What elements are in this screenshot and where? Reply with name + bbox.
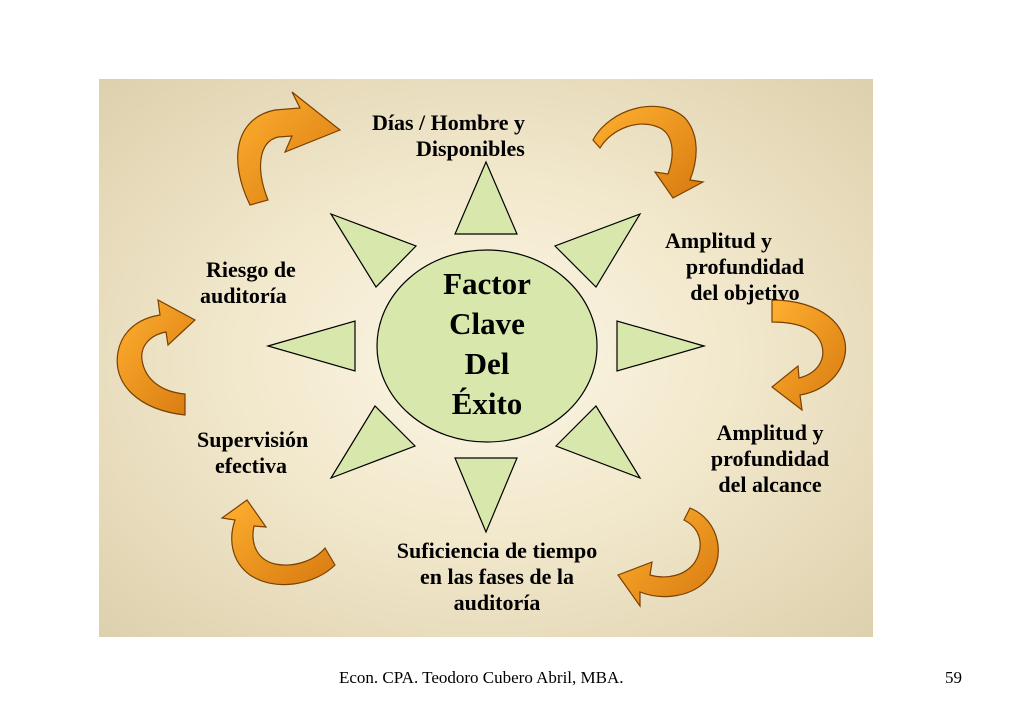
factor-right-bottom-line-1: Amplitud y — [716, 420, 824, 445]
factor-label-bottom: Suficiencia de tiempo en las fases de la… — [362, 538, 632, 616]
center-circle — [376, 249, 598, 443]
factor-label-left-bottom: Supervisión efectiva — [197, 427, 308, 479]
factor-label-left-top: Riesgo de auditoría — [200, 257, 296, 309]
factor-label-right-top: Amplitud y profundidad del objetivo — [665, 228, 825, 306]
factor-bottom-line-3: auditoría — [453, 590, 541, 615]
ray-triangle-top-right — [553, 212, 642, 288]
factor-label-top: Días / Hombre y Disponibles — [372, 110, 525, 162]
factor-left-bottom-line-1: Supervisión — [197, 427, 309, 452]
factor-bottom-line-1: Suficiencia de tiempo — [396, 538, 598, 563]
center-line-4: Éxito — [451, 386, 523, 421]
ray-triangle-left — [265, 320, 356, 372]
factor-right-bottom-line-3: del alcance — [718, 472, 822, 497]
ray-triangle-bottom — [454, 457, 518, 534]
factor-top-line-1: Días / Hombre y — [372, 110, 525, 135]
footer-page-number: 59 — [945, 668, 962, 687]
curved-arrow-icon — [220, 499, 336, 586]
curved-arrow-icon — [116, 298, 197, 416]
curved-arrow-icon — [237, 91, 342, 206]
factor-right-bottom-line-2: profundidad — [710, 446, 830, 471]
factor-right-top-line-1: Amplitud y — [665, 228, 772, 253]
factor-label-right-bottom: Amplitud y profundidad del alcance — [690, 420, 850, 498]
curved-arrow-icon — [617, 507, 719, 608]
factor-top-line-2: Disponibles — [416, 136, 525, 161]
curved-arrow-icon — [592, 105, 705, 199]
ray-triangle-right — [616, 320, 707, 372]
factor-left-top-line-2: auditoría — [200, 283, 287, 308]
factor-right-top-line-3: del objetivo — [690, 280, 800, 305]
ray-triangle-bottom-left — [329, 405, 417, 480]
factor-left-top-line-1: Riesgo de — [206, 257, 296, 282]
center-line-3: Del — [464, 346, 510, 381]
footer-author: Econ. CPA. Teodoro Cubero Abril, MBA. — [339, 668, 624, 687]
center-title: Factor Clave Del Éxito — [427, 264, 547, 424]
factor-right-top-line-2: profundidad — [685, 254, 805, 279]
center-line-2: Clave — [449, 306, 525, 341]
factor-bottom-line-2: en las fases de la — [420, 564, 574, 589]
factor-left-bottom-line-2: efectiva — [215, 453, 288, 478]
ray-triangle-top-left — [329, 212, 418, 288]
ray-triangle-top — [454, 160, 518, 235]
ray-triangle-bottom-right — [554, 405, 642, 480]
curved-arrow-icon — [771, 299, 847, 412]
center-line-1: Factor — [443, 266, 531, 301]
